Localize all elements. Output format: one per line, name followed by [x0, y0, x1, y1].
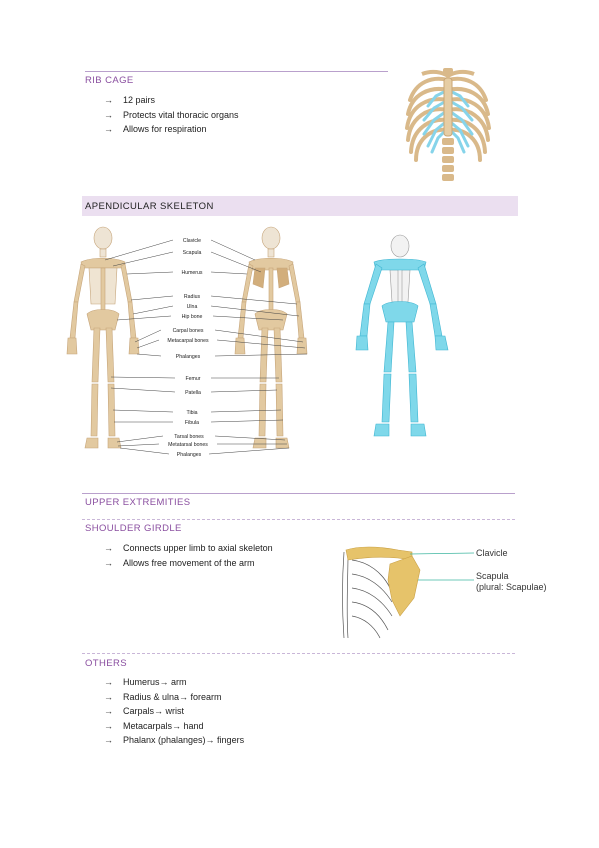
label-hip-bone: Hip bone: [182, 314, 203, 320]
label-metatarsal-bones: Metatarsal bones: [168, 442, 208, 448]
shoulder-girdle-title: SHOULDER GIRDLE: [85, 523, 182, 534]
list-item: →12 pairs: [104, 93, 239, 108]
highlighted-skeleton-illustration: [355, 234, 449, 437]
arrow-icon: →: [104, 557, 113, 568]
label-clavicle-girdle: Clavicle: [476, 548, 508, 558]
label-humerus: Humerus: [181, 270, 202, 276]
list-item: →Carpals→ wrist: [104, 704, 244, 719]
rib-cage-rule: [85, 71, 388, 72]
label-phalanges-hand: Phalanges: [176, 354, 201, 360]
arrow-icon: →: [104, 691, 113, 702]
list-item: →Phalanx (phalanges)→ fingers: [104, 733, 244, 748]
list-item: →Humerus→ arm: [104, 675, 244, 690]
label-fibula: Fibula: [185, 420, 199, 426]
label-patella: Patella: [185, 390, 201, 396]
label-metacarpal-bones: Metacarpal bones: [167, 338, 209, 344]
arrow-icon: →: [104, 706, 113, 716]
others-title: OTHERS: [85, 658, 127, 669]
arrow-icon: →: [104, 109, 113, 120]
apendicular-title-band: [82, 196, 518, 216]
upper-extremities-rule-bottom: [82, 519, 515, 520]
label-clavicle: Clavicle: [183, 238, 201, 244]
arrow-icon: →: [104, 735, 113, 745]
list-item: →Metacarpals→ hand: [104, 719, 244, 734]
rib-cage-illustration: [405, 68, 491, 181]
arrow-icon: →: [104, 720, 113, 731]
arrow-icon: →: [104, 124, 113, 134]
arrow-icon: →: [104, 95, 113, 105]
label-scapula: Scapula: [183, 250, 202, 256]
arrow-icon: →: [104, 677, 113, 687]
list-item: →Protects vital thoracic organs: [104, 108, 239, 123]
label-radius: Radius: [184, 294, 201, 300]
apendicular-title: APENDICULAR SKELETON: [85, 201, 214, 212]
label-scapula-girdle: Scapula: [476, 571, 509, 581]
rib-cage-bullets: →12 pairs →Protects vital thoracic organ…: [104, 93, 239, 137]
label-carpal-bones: Carpal bones: [173, 328, 204, 334]
label-phalanges-foot: Phalanges: [177, 452, 202, 458]
shoulder-girdle-illustration: Clavicle Scapula (plural: Scapulae): [342, 546, 547, 639]
label-ulna: Ulna: [187, 304, 198, 310]
skeleton-back: [234, 226, 308, 449]
label-scapula-plural: (plural: Scapulae): [476, 582, 547, 592]
skeleton-front: [66, 226, 140, 449]
upper-extremities-title: UPPER EXTREMITIES: [85, 497, 191, 508]
label-tibia: Tibia: [186, 410, 197, 416]
list-item: →Radius & ulna→ forearm: [104, 690, 244, 705]
label-tarsal-bones: Tarsal bones: [174, 434, 204, 440]
list-item: →Allows free movement of the arm: [104, 556, 273, 571]
list-item: →Connects upper limb to axial skeleton: [104, 541, 273, 556]
appendicular-skeleton-diagram: Clavicle Scapula Humerus Radius Ulna Hip…: [66, 226, 308, 458]
list-item: →Allows for respiration: [104, 122, 239, 137]
upper-extremities-rule-top: [82, 493, 515, 494]
rib-cage-title: RIB CAGE: [85, 75, 134, 86]
others-bullets: →Humerus→ arm →Radius & ulna→ forearm →C…: [104, 675, 244, 748]
arrow-icon: →: [104, 543, 113, 553]
label-femur: Femur: [186, 376, 201, 382]
others-rule: [82, 653, 515, 654]
shoulder-girdle-bullets: →Connects upper limb to axial skeleton →…: [104, 541, 273, 570]
